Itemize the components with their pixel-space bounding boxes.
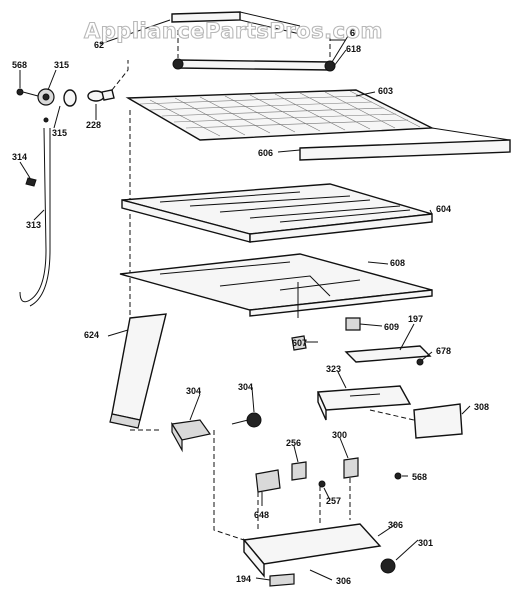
callout-197: 197 [408,314,423,324]
callout-315b: 315 [52,128,67,138]
shelf-603 [125,89,511,161]
callout-618: 618 [346,44,361,54]
callout-306b: 306 [336,576,351,586]
water-tube-assembly [16,60,129,307]
callout-313: 313 [26,220,41,230]
callout-301: 301 [418,538,433,548]
callout-568b: 568 [412,472,427,482]
screw-678 [416,358,424,366]
screw-568b [394,472,402,480]
callout-606: 606 [258,148,273,158]
knob-301 [380,558,396,574]
callout-624: 624 [84,330,99,340]
callout-300: 300 [332,430,347,440]
part-304a-side [171,421,183,453]
callout-194: 194 [236,574,251,584]
callout-608: 608 [390,258,405,268]
callout-304b: 304 [238,382,253,392]
panel-624 [109,313,167,429]
callout-323: 323 [326,364,341,374]
callout-62: 62 [94,40,104,50]
bracket-323 [316,385,412,421]
part-648 [255,469,281,493]
callout-603: 603 [378,86,393,96]
pan-608 [119,253,433,318]
watermark: AppliancePartsPros.com [84,19,383,43]
callout-314: 314 [12,152,27,162]
part-257 [318,480,326,488]
light-rail-assembly [171,11,346,72]
callout-228: 228 [86,120,101,130]
callout-304a: 304 [186,386,201,396]
part-607 [291,335,307,351]
shelf-604 [121,183,433,243]
part-304b [246,412,262,428]
callout-604: 604 [436,204,451,214]
part-609 [345,317,361,331]
callout-306a: 306 [388,520,403,530]
callout-568a: 568 [12,60,27,70]
callout-607: 607 [292,338,307,348]
callout-257: 257 [326,496,341,506]
callout-648: 648 [254,510,269,520]
callout-678: 678 [436,346,451,356]
callout-315a: 315 [54,60,69,70]
part-256 [291,461,307,481]
part-194 [269,573,295,587]
housing-306 [213,430,382,578]
callout-256: 256 [286,438,301,448]
part-197 [344,345,432,363]
part-300 [343,457,359,479]
callout-6: 6 [350,28,355,38]
callout-308: 308 [474,402,489,412]
callout-609: 609 [384,322,399,332]
bracket-308 [413,403,463,439]
